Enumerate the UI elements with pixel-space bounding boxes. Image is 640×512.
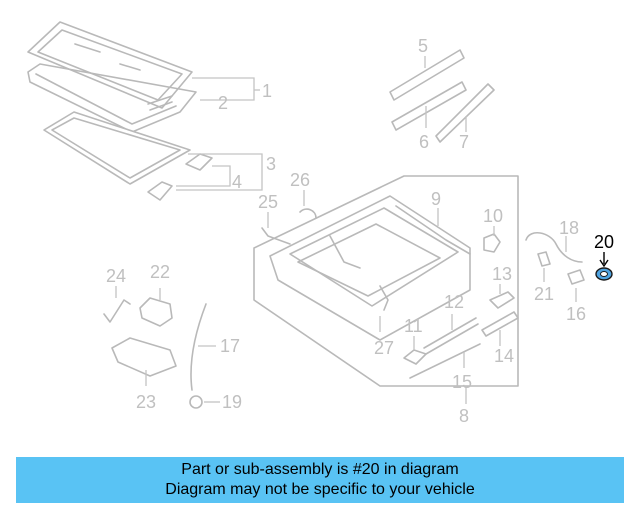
callout-3: 3 xyxy=(266,154,276,174)
part-20-highlighted xyxy=(595,252,613,281)
callout-10: 10 xyxy=(483,206,503,226)
callout-13: 13 xyxy=(492,264,512,284)
cable-guide xyxy=(423,317,479,355)
callout-26: 26 xyxy=(290,170,310,190)
drain-hose xyxy=(525,232,583,263)
callout-9: 9 xyxy=(431,189,441,209)
motor-unit xyxy=(139,297,173,327)
callout-19: 19 xyxy=(222,392,242,412)
callout-14: 14 xyxy=(494,346,514,366)
callout-15: 15 xyxy=(452,372,472,392)
deflector-link xyxy=(261,227,291,245)
callout-23: 23 xyxy=(136,392,156,412)
crank-handle xyxy=(103,299,131,323)
clip-part xyxy=(403,349,427,365)
info-banner: Part or sub-assembly is #20 in diagram D… xyxy=(16,457,624,503)
guide-rails xyxy=(389,49,495,143)
callout-8: 8 xyxy=(459,406,469,426)
drain-line xyxy=(190,303,207,391)
callout-11: 11 xyxy=(404,316,423,336)
sunroof-housing-assembly xyxy=(253,175,519,387)
callout-2: 2 xyxy=(218,93,228,113)
callout-1: 1 xyxy=(262,81,272,101)
sunshade-handles xyxy=(147,153,213,201)
callout-21: 21 xyxy=(534,284,554,304)
callout-27: 27 xyxy=(374,338,394,358)
glass-seal-frame xyxy=(27,63,197,133)
cap-part xyxy=(567,269,585,285)
sunroof-glass-panel xyxy=(27,21,193,109)
motor-part xyxy=(483,233,501,253)
callout-17: 17 xyxy=(220,336,240,356)
parts-diagram: 1 2 3 4 5 6 7 8 9 10 11 12 13 14 xyxy=(27,21,614,426)
callout-6: 6 xyxy=(419,132,429,152)
motor-bracket xyxy=(111,337,177,377)
banner-line-1: Part or sub-assembly is #20 in diagram xyxy=(181,461,459,478)
callout-12: 12 xyxy=(444,292,464,312)
wind-deflector xyxy=(299,208,317,219)
grommet-part xyxy=(189,395,203,409)
bracket-part xyxy=(489,291,515,309)
callout-20: 20 xyxy=(594,232,614,252)
callout-24: 24 xyxy=(106,266,126,286)
sunshade-panel xyxy=(43,111,191,185)
rail-part xyxy=(481,311,519,337)
drain-tube xyxy=(409,343,481,379)
banner-line-2: Diagram may not be specific to your vehi… xyxy=(165,481,475,498)
callout-4: 4 xyxy=(232,172,242,192)
callout-22: 22 xyxy=(150,262,170,282)
callout-18: 18 xyxy=(559,218,579,238)
callout-16: 16 xyxy=(566,304,586,324)
callout-7: 7 xyxy=(459,132,469,152)
callout-5: 5 xyxy=(418,36,428,56)
hose-clip xyxy=(537,251,551,267)
callout-25: 25 xyxy=(258,192,278,212)
